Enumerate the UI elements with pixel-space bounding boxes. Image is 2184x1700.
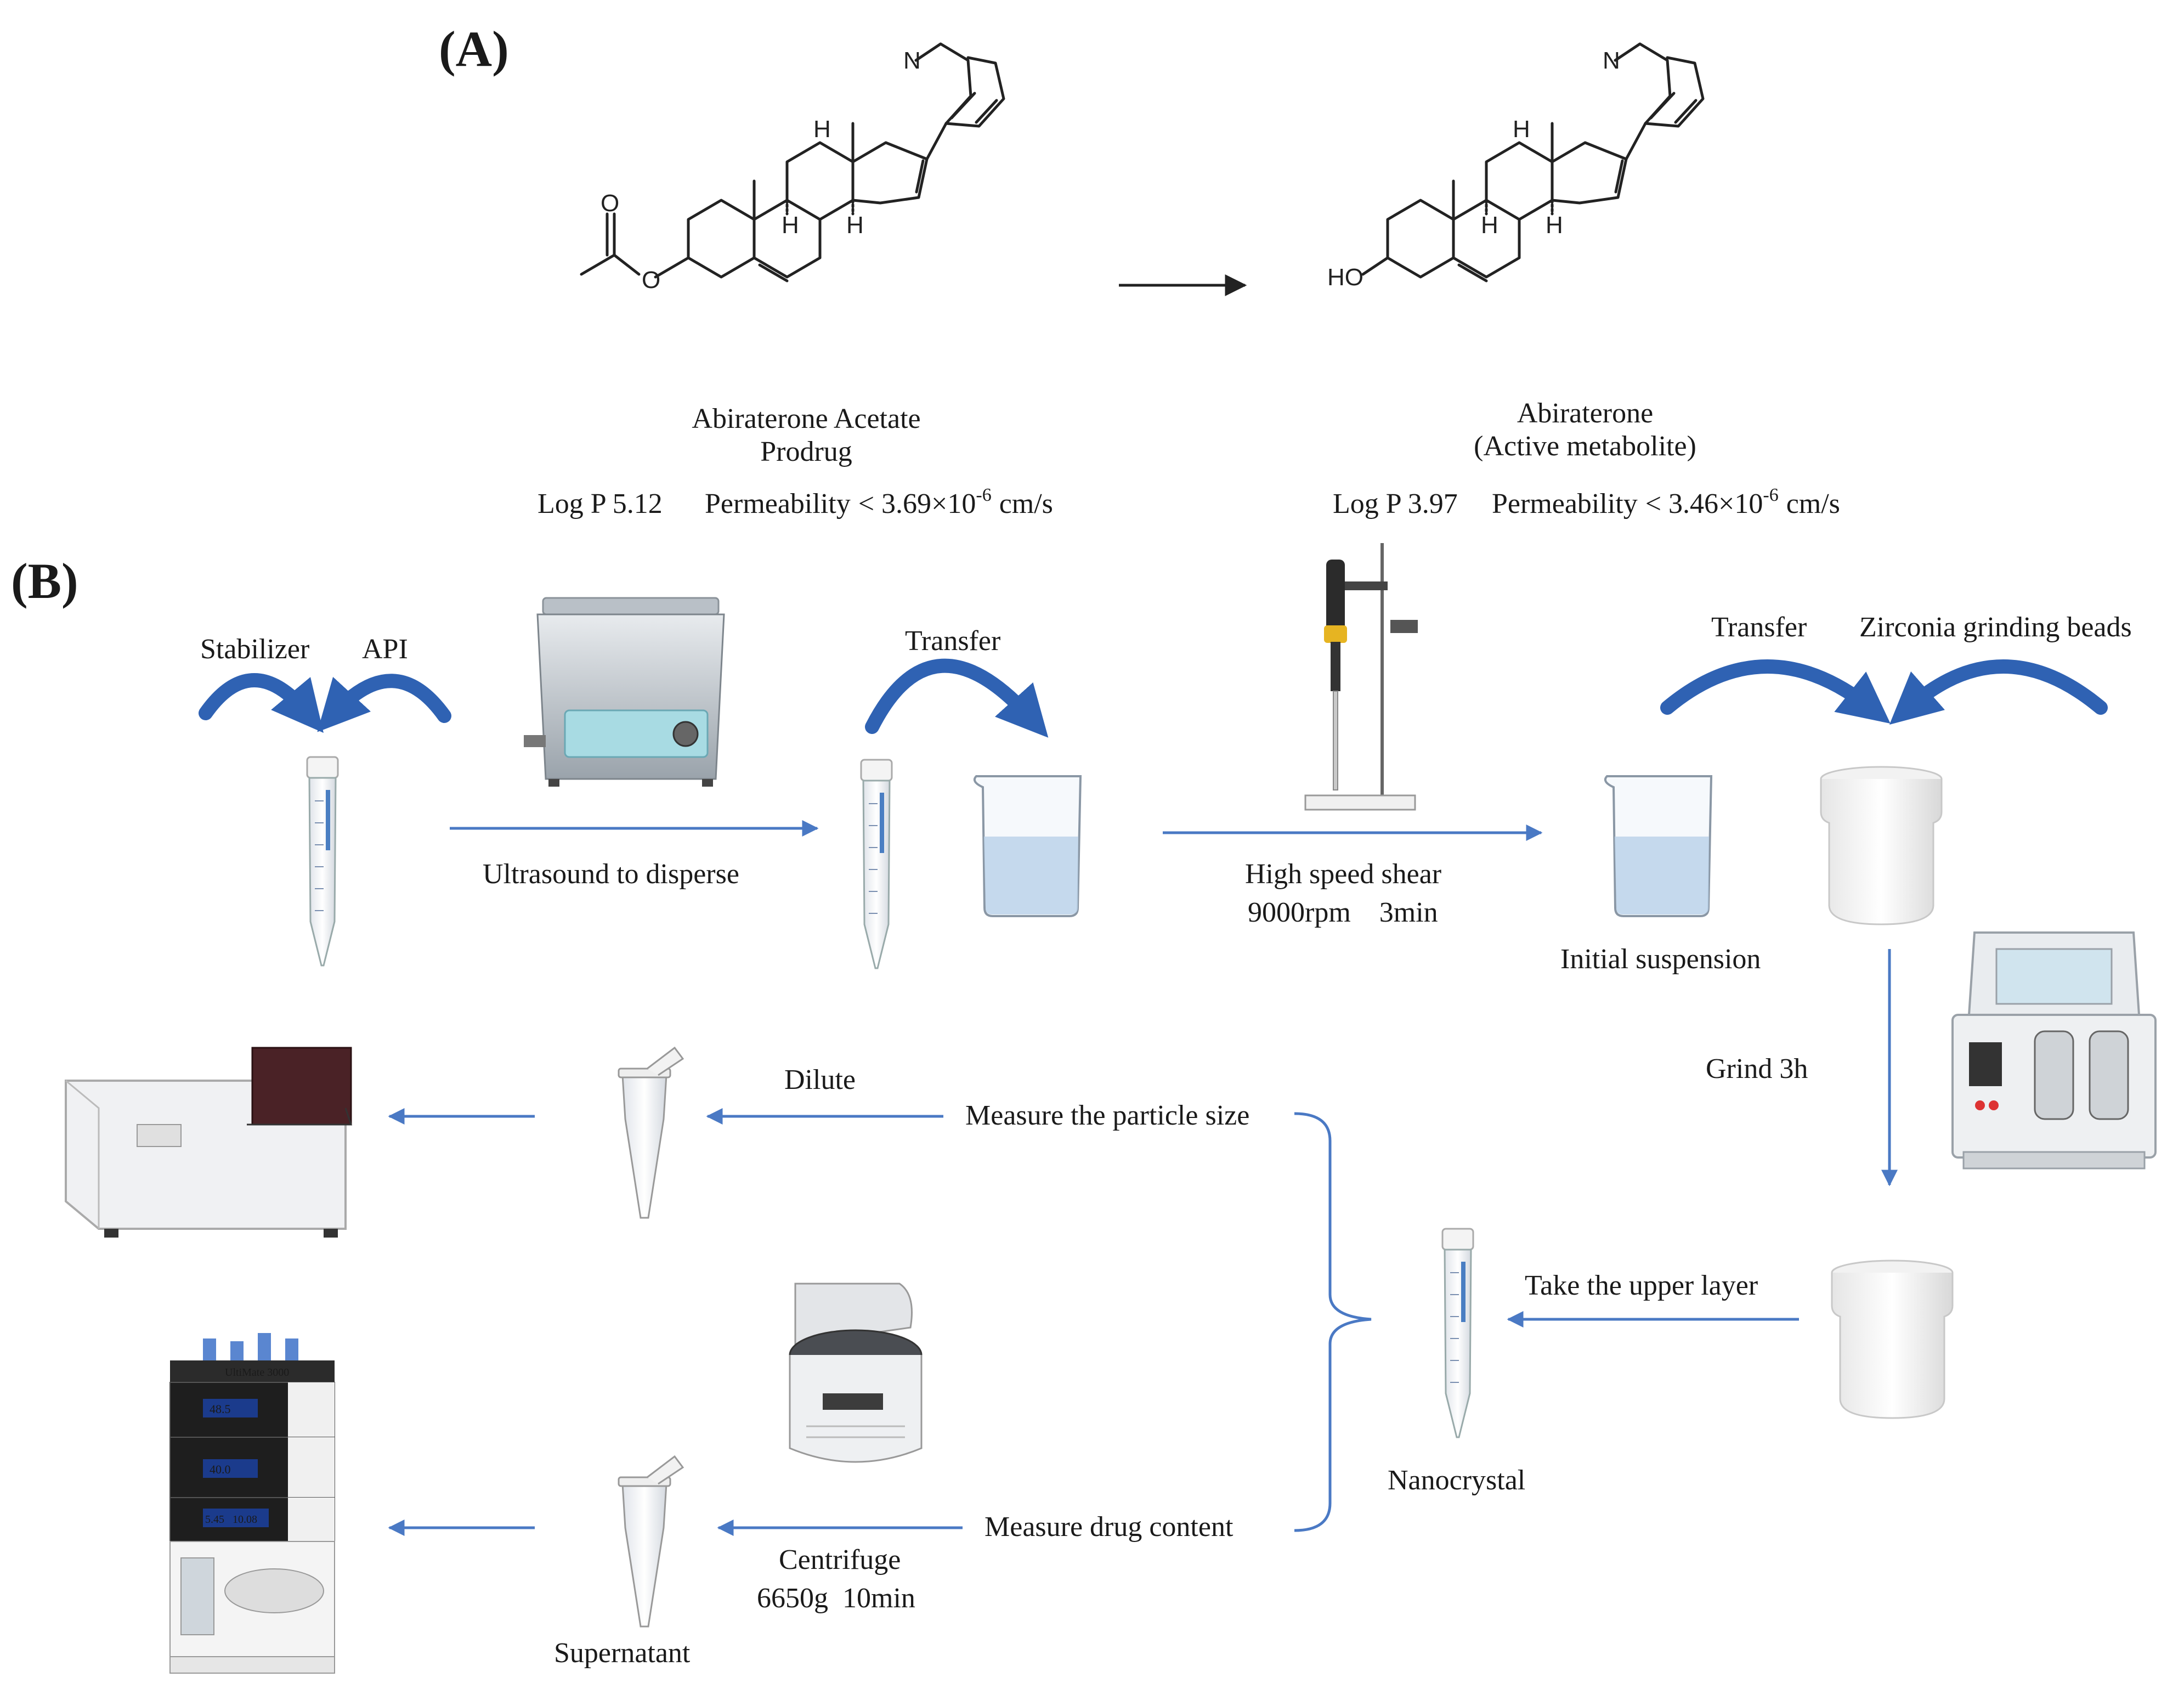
perm-value: < 3.46×10 (1645, 488, 1763, 519)
atom-o: O (601, 190, 619, 217)
stabilizer-curved-arrow (199, 673, 324, 733)
hplc-display-1: 48.5 (210, 1402, 231, 1416)
metabolite-logp: Log P 3.97 (1333, 488, 1458, 519)
prodrug-role: Prodrug (760, 436, 852, 467)
perm-exponent: -6 (1763, 485, 1778, 505)
beaker-icon (974, 775, 1082, 917)
eppendorf-tube-icon (618, 1046, 684, 1219)
perm-unit: cm/s (999, 488, 1053, 519)
abiraterone-acetate-structure: H H H O O N (580, 42, 1005, 293)
beads-curved-arrow (1889, 659, 2108, 725)
grind-label: Grind 3h (1706, 1053, 1808, 1085)
shear-params: 9000rpm 3min (1248, 897, 1438, 928)
eppendorf-tube-icon (618, 1455, 684, 1628)
abiraterone-structure: H H H HO N (1327, 42, 1705, 291)
centrifuge-params: 6650g 10min (757, 1583, 915, 1614)
transfer-label-2: Transfer (1711, 612, 1807, 643)
hplc-display-2: 40.0 (210, 1462, 231, 1476)
ultrasonic-bath-icon (524, 597, 725, 787)
prodrug-logp: Log P 5.12 (537, 488, 663, 519)
perm-label: Permeability (1492, 488, 1638, 519)
panel-a-label: (A) (439, 21, 509, 77)
centrifuge-label: Centrifuge (779, 1544, 901, 1575)
centrifuge-machine-icon (789, 1283, 923, 1463)
nanocrystal-tube-icon (1441, 1228, 1474, 1438)
grinding-jar-icon (1820, 766, 1943, 925)
atom-h: H (782, 212, 799, 239)
atom-n: N (903, 47, 921, 74)
nanocrystal-label: Nanocrystal (1388, 1465, 1525, 1496)
transfer-curved-arrow-1 (865, 658, 1049, 738)
api-curved-arrow (317, 674, 451, 732)
atom-h: H (846, 212, 864, 239)
hplc-system-icon: UltiMate 3000 48.5 40.0 5.45 10.08 (169, 1333, 335, 1674)
transfer-curved-arrow-2 (1660, 659, 1891, 724)
split-brace (1294, 1112, 1372, 1532)
initial-suspension-label: Initial suspension (1560, 944, 1761, 975)
atom-o: O (642, 267, 660, 293)
grinding-jar-icon (1831, 1260, 1954, 1419)
atom-h: H (1481, 212, 1498, 239)
perm-value: < 3.69×10 (858, 488, 976, 519)
atom-h: H (1513, 116, 1530, 143)
perm-exponent: -6 (976, 485, 991, 505)
atom-h: H (813, 116, 831, 143)
atom-ho: HO (1327, 264, 1363, 291)
api-label: API (362, 634, 408, 665)
perm-unit: cm/s (1786, 488, 1840, 519)
prodrug-name: Abiraterone Acetate (692, 403, 920, 434)
panel-b-label: (B) (11, 553, 78, 609)
particle-size-label: Measure the particle size (965, 1100, 1249, 1131)
atom-n: N (1603, 47, 1620, 74)
centrifuge-tube-icon (860, 759, 893, 969)
perm-label: Permeability (705, 488, 851, 519)
metabolite-permeability: Permeability< 3.46×10-6 cm/s (1492, 485, 1840, 519)
centrifuge-tube-icon (306, 756, 339, 967)
upper-layer-label: Take the upper layer (1525, 1270, 1758, 1301)
hplc-brand: UltiMate 3000 (225, 1366, 289, 1379)
ball-mill-icon (1951, 931, 2157, 1170)
transfer-label-1: Transfer (905, 625, 1000, 657)
dilute-label: Dilute (784, 1064, 856, 1095)
metabolite-role: (Active metabolite) (1474, 431, 1696, 462)
beads-label: Zirconia grinding beads (1859, 612, 2132, 643)
drug-content-label: Measure drug content (985, 1511, 1234, 1543)
hplc-display-3: 5.45 10.08 (205, 1513, 257, 1526)
particle-analyzer-icon (65, 1047, 353, 1238)
homogenizer-icon (1304, 543, 1418, 811)
prodrug-permeability: Permeability< 3.69×10-6 cm/s (705, 485, 1053, 519)
supernatant-label: Supernatant (554, 1637, 691, 1669)
beaker-icon (1604, 775, 1713, 917)
ultrasound-label: Ultrasound to disperse (483, 859, 739, 890)
atom-h: H (1546, 212, 1563, 239)
shear-label: High speed shear (1245, 859, 1441, 890)
metabolite-name: Abiraterone (1517, 398, 1653, 429)
stabilizer-label: Stabilizer (200, 634, 309, 665)
